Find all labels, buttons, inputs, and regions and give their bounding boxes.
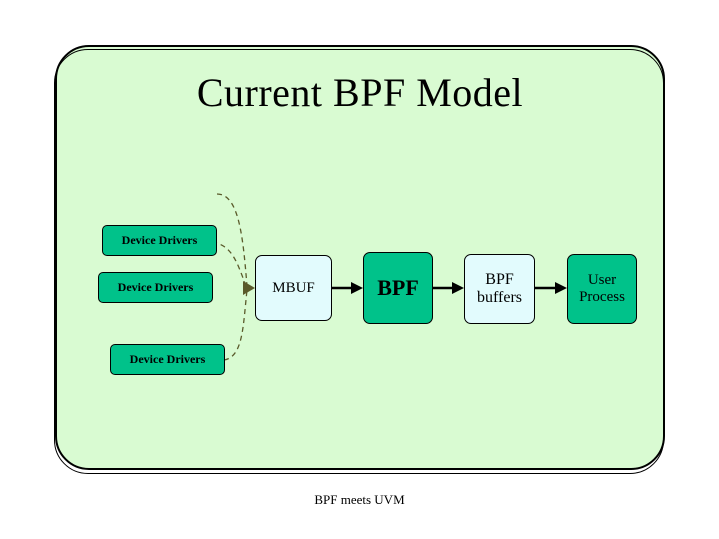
page-title: Current BPF Model: [196, 70, 524, 115]
node-bpf-buffers[interactable]: BPF buffers: [464, 254, 535, 324]
node-label: MBUF: [272, 279, 315, 296]
node-label-line2: buffers: [476, 289, 523, 306]
node-bpf[interactable]: BPF: [363, 252, 433, 324]
slide-canvas: Current BPF Model Device Drivers Device …: [54, 45, 665, 474]
node-label: BPF: [377, 274, 419, 300]
node-device-drivers-1[interactable]: Device Drivers: [102, 225, 217, 256]
node-label: Device Drivers: [117, 279, 194, 294]
node-label: Device Drivers: [121, 232, 198, 247]
node-device-drivers-3[interactable]: Device Drivers: [110, 344, 225, 375]
node-label-line1: User: [587, 272, 617, 289]
node-label-line1: BPF: [485, 271, 514, 289]
node-label-line2: Process: [579, 289, 625, 305]
node-user-process[interactable]: User Process: [567, 254, 637, 324]
node-mbuf[interactable]: MBUF: [255, 255, 332, 321]
node-label: Device Drivers: [129, 351, 206, 366]
slide-footer: BPF meets UVM: [314, 492, 405, 507]
node-device-drivers-2[interactable]: Device Drivers: [98, 272, 213, 303]
